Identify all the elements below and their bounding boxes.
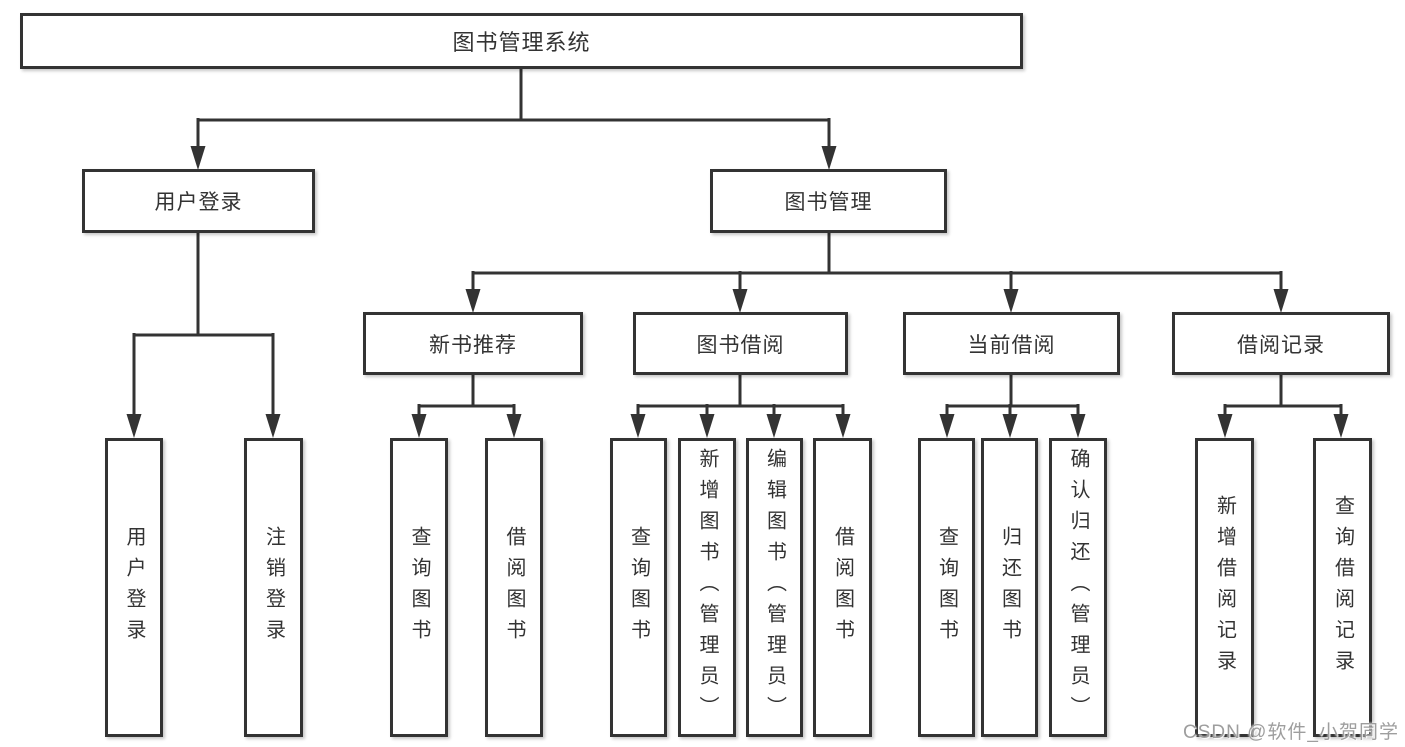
leaf-current-return-book: 归还图书 bbox=[981, 438, 1038, 737]
leaf-newrec-borrow-book: 借阅图书 bbox=[485, 438, 543, 737]
leaf-record-add-record: 新增借阅记录 bbox=[1195, 438, 1254, 737]
leaf-borrow-borrow-book-label: 借阅图书 bbox=[831, 525, 854, 650]
leaf-record-add-record-label: 新增借阅记录 bbox=[1213, 494, 1236, 681]
leaf-newrec-query-book-label: 查询图书 bbox=[408, 525, 430, 650]
node-new-book-recommend: 新书推荐 bbox=[363, 312, 583, 375]
leaf-borrow-query-book-label: 查询图书 bbox=[627, 525, 650, 650]
leaf-newrec-borrow-book-label: 借阅图书 bbox=[503, 525, 525, 650]
leaf-current-return-book-label: 归还图书 bbox=[998, 525, 1021, 650]
node-book-management-label: 图书管理 bbox=[784, 191, 873, 214]
leaf-current-query-book: 查询图书 bbox=[918, 438, 975, 737]
leaf-current-query-book-label: 查询图书 bbox=[935, 525, 958, 650]
node-borrow-record: 借阅记录 bbox=[1172, 312, 1390, 375]
leaf-current-confirm-return-label: 确认归还（管理员） bbox=[1067, 448, 1089, 727]
node-user-login: 用户登录 bbox=[82, 169, 315, 233]
node-current-borrow-label: 当前借阅 bbox=[967, 333, 1056, 357]
leaf-current-confirm-return: 确认归还（管理员） bbox=[1049, 438, 1107, 737]
node-book-borrow: 图书借阅 bbox=[633, 312, 848, 375]
leaf-borrow-edit-book: 编辑图书（管理员） bbox=[746, 438, 803, 737]
leaf-borrow-add-book-label: 新增图书（管理员） bbox=[696, 448, 718, 727]
node-root-label: 图书管理系统 bbox=[452, 30, 591, 55]
leaf-borrow-borrow-book: 借阅图书 bbox=[813, 438, 872, 737]
leaf-logout-login-label: 注销登录 bbox=[262, 525, 285, 650]
leaf-borrow-edit-book-label: 编辑图书（管理员） bbox=[763, 448, 786, 727]
leaf-borrow-query-book: 查询图书 bbox=[610, 438, 667, 737]
leaf-user-login: 用户登录 bbox=[105, 438, 163, 737]
leaf-borrow-add-book: 新增图书（管理员） bbox=[678, 438, 736, 737]
leaf-newrec-query-book: 查询图书 bbox=[390, 438, 448, 737]
leaf-logout-login: 注销登录 bbox=[244, 438, 303, 737]
csdn-watermark: CSDN @软件_小贺同学 bbox=[1183, 722, 1399, 743]
node-current-borrow: 当前借阅 bbox=[903, 312, 1120, 375]
leaf-record-query-record-label: 查询借阅记录 bbox=[1331, 494, 1354, 681]
node-book-management: 图书管理 bbox=[710, 169, 947, 233]
node-root-title: 图书管理系统 bbox=[20, 13, 1023, 69]
node-new-book-recommend-label: 新书推荐 bbox=[429, 333, 517, 357]
node-borrow-record-label: 借阅记录 bbox=[1237, 333, 1325, 357]
node-book-borrow-label: 图书借阅 bbox=[696, 333, 785, 357]
leaf-record-query-record: 查询借阅记录 bbox=[1313, 438, 1372, 737]
leaf-user-login-label: 用户登录 bbox=[123, 525, 145, 650]
node-user-login-label: 用户登录 bbox=[154, 191, 243, 214]
